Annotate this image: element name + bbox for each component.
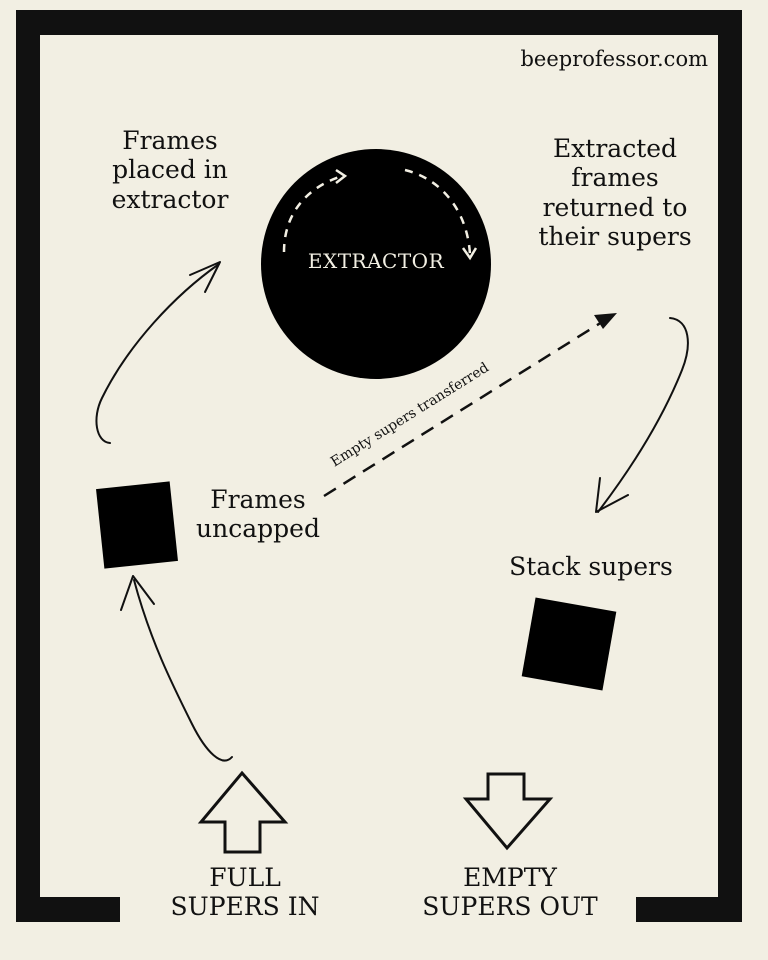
stack-supers-label: Stack supers [509, 552, 673, 581]
frames-placed-label: Frames placed in extractor [111, 126, 229, 214]
extracted-frames-label: Extracted frames returned to their super… [538, 134, 692, 251]
wall-top [16, 10, 742, 35]
extractor-rotation-arrowhead-left [335, 168, 348, 184]
stacked-super [521, 597, 617, 691]
arrow-return-to-stack [597, 317, 689, 513]
empty-supers-transfer-arrow [323, 320, 603, 498]
extractor-circle [261, 149, 491, 379]
wall-bottom-right [636, 897, 742, 922]
extractor-rotation-arrowhead-right [461, 247, 478, 261]
arrow-entry-to-uncapping [133, 579, 233, 762]
room-walls [16, 10, 742, 922]
wall-right [718, 10, 742, 922]
full-supers-in-arrow [197, 770, 289, 854]
empty-supers-out-arrow [462, 772, 554, 851]
extractor-rotation-arrow-left [282, 174, 343, 253]
watermark: beeprofessor.com [520, 47, 708, 71]
extractor-label: EXTRACTOR [307, 249, 445, 273]
arrow-uncapping-to-extractor-head [189, 261, 221, 293]
arrow-entry-to-uncapping-head [120, 575, 155, 611]
empty-supers-out-label: EMPTY SUPERS OUT [422, 863, 598, 921]
uncapping-super [96, 481, 178, 569]
wall-left [16, 10, 40, 922]
arrow-uncapping-to-extractor [95, 263, 220, 444]
empty-supers-transfer-arrowhead [594, 313, 617, 329]
frames-uncapped-label: Frames uncapped [196, 485, 320, 544]
arrow-return-to-stack-head [595, 477, 629, 513]
wall-bottom-left [16, 897, 120, 922]
full-supers-in-label: FULL SUPERS IN [170, 863, 320, 921]
